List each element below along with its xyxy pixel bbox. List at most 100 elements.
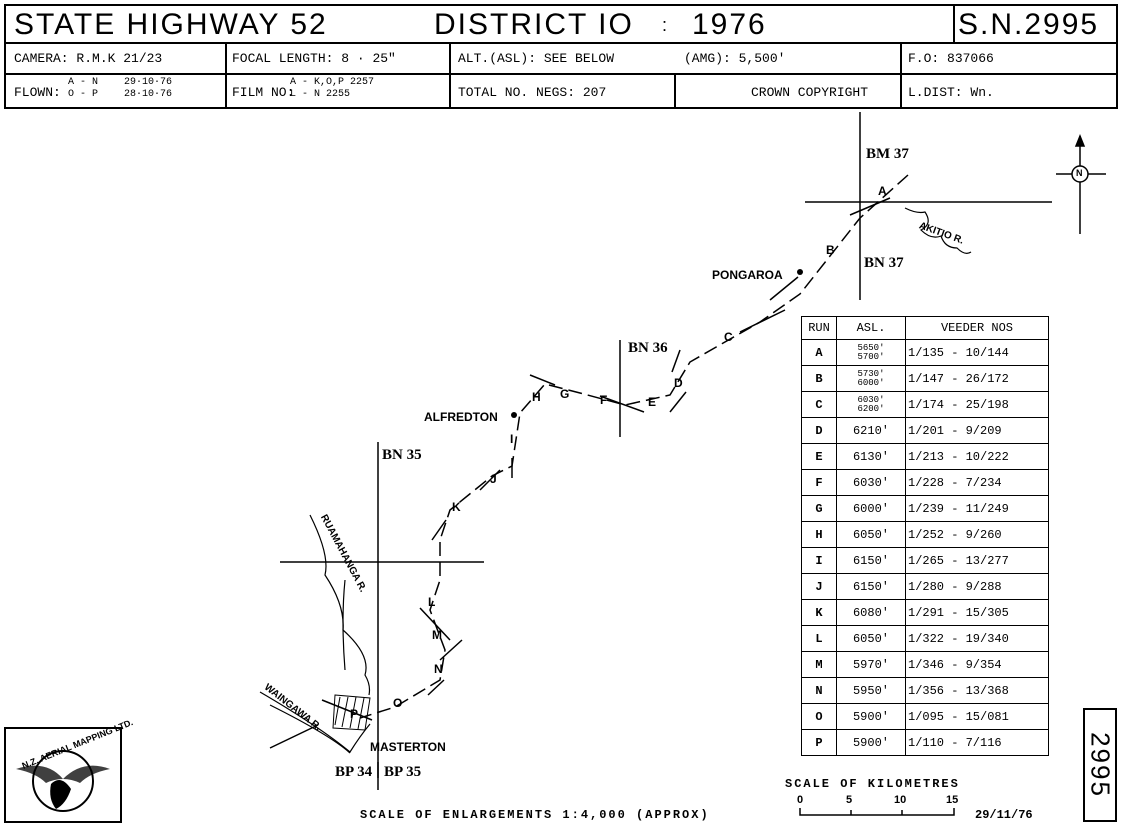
- fo-value: 837066: [947, 51, 994, 66]
- side-number: 2995: [1085, 732, 1116, 798]
- scale-enlargements: SCALE OF ENLARGEMENTS 1:4,000 (APPROX): [360, 808, 710, 822]
- run-cell: L: [801, 625, 837, 652]
- run-label-p: P: [350, 707, 359, 721]
- run-cell: G: [801, 495, 837, 522]
- district-label: DISTRICT IO: [434, 8, 634, 41]
- north-arrow-icon: [1056, 133, 1106, 234]
- waingawa-bank: [269, 704, 351, 754]
- veeder-cell: 1/239 - 11/249: [905, 495, 1049, 522]
- run-label-h: H: [532, 390, 541, 404]
- sheet-bp34: BP 34: [335, 764, 373, 780]
- ldist-cell: L.DIST: Wn.: [908, 85, 994, 100]
- asl-bottom: 6000': [857, 377, 885, 388]
- veeder-cell: 1/174 - 25/198: [905, 391, 1049, 418]
- asl-cell: 6050': [836, 521, 906, 548]
- run-cell: I: [801, 547, 837, 574]
- asl-cell: 6150': [836, 547, 906, 574]
- asl-bottom: 5700': [857, 351, 885, 362]
- nz-aerial-mapping-logo: N.Z. AERIAL MAPPING LTD.: [4, 717, 134, 823]
- copyright: CROWN COPYRIGHT: [751, 85, 869, 100]
- veeder-cell: 1/228 - 7/234: [905, 469, 1049, 496]
- flown-label: FLOWN:: [14, 85, 61, 100]
- focal-label: FOCAL LENGTH:: [232, 51, 334, 66]
- highway-title: STATE HIGHWAY 52: [14, 8, 328, 41]
- run-cell: C: [801, 391, 837, 418]
- asl-cell: 6080': [836, 599, 906, 626]
- grid-divider: [900, 43, 902, 107]
- veeder-cell: 1/356 - 13/368: [905, 677, 1049, 704]
- run-cell: N: [801, 677, 837, 704]
- asl-cell: 5950': [836, 677, 906, 704]
- north-letter: N: [1076, 168, 1083, 178]
- grid-divider: [225, 43, 227, 107]
- km-scale-bar: [799, 808, 955, 816]
- focal-value: 8 · 25": [341, 51, 396, 66]
- scale-tick: 5: [846, 794, 853, 806]
- asl-cell: 5730'6000': [836, 365, 906, 392]
- asl-cell: 6050': [836, 625, 906, 652]
- veeder-cell: 1/322 - 19/340: [905, 625, 1049, 652]
- asl-cell: 6030'6200': [836, 391, 906, 418]
- asl-cell: 5970': [836, 651, 906, 678]
- asl-cell: 5900': [836, 703, 906, 730]
- akitio-river: [904, 207, 972, 254]
- col-run: RUN: [801, 316, 837, 340]
- title-bar: STATE HIGHWAY 52 DISTRICT IO : 1976 S.N.…: [4, 4, 1118, 44]
- run-label-i: I: [510, 432, 514, 446]
- veeder-cell: 1/252 - 9/260: [905, 521, 1049, 548]
- flown-o-date: 28·10·76: [124, 89, 173, 100]
- run-label-g: G: [560, 387, 570, 401]
- film-l: L - N 2255: [290, 89, 351, 100]
- asl-top: 5730': [857, 368, 885, 379]
- film-a: A - K,O,P 2257: [290, 77, 375, 88]
- veeder-cell: 1/095 - 15/081: [905, 703, 1049, 730]
- flown-o-runs: O - P: [68, 89, 99, 100]
- veeder-cell: 1/346 - 9/354: [905, 651, 1049, 678]
- ruamahanga-branch: [342, 579, 346, 671]
- run-cell: J: [801, 573, 837, 600]
- asl-cell: 6210': [836, 417, 906, 444]
- asl-cell: 6000': [836, 495, 906, 522]
- run-label-e: E: [648, 395, 657, 409]
- asl-cell: 6150': [836, 573, 906, 600]
- camera-value: R.M.K 21/23: [76, 51, 163, 66]
- flown-a-date: 29·10·76: [124, 77, 173, 88]
- run-label-a: A: [878, 184, 887, 198]
- sheet-bm37: BM 37: [866, 146, 909, 162]
- survey-number: S.N.2995: [958, 8, 1100, 41]
- alt-value: SEE BELOW: [543, 51, 615, 66]
- pongaroa-dot: [797, 269, 803, 275]
- scale-tick: 15: [946, 794, 959, 806]
- sheet-bn36: BN 36: [628, 340, 668, 356]
- veeder-cell: 1/147 - 26/172: [905, 365, 1049, 392]
- asl-bottom: 6200': [857, 403, 885, 414]
- veeder-cell: 1/135 - 10/144: [905, 339, 1049, 366]
- run-cell: A: [801, 339, 837, 366]
- scale-tick: 10: [894, 794, 907, 806]
- year-label: 1976: [692, 8, 767, 41]
- scale-tick: 0: [797, 794, 804, 806]
- veeder-cell: 1/265 - 13/277: [905, 547, 1049, 574]
- ldist-label: L.DIST:: [908, 85, 963, 100]
- col-asl: ASL.: [836, 316, 906, 340]
- place-pongaroa: PONGAROA: [712, 268, 783, 282]
- alfredton-dot: [511, 412, 517, 418]
- asl-top: 6030': [857, 394, 885, 405]
- run-cell: F: [801, 469, 837, 496]
- grid-divider: [449, 43, 451, 107]
- km-scale-title: SCALE OF KILOMETRES: [785, 777, 960, 791]
- camera-label: CAMERA:: [14, 51, 69, 66]
- run-label-o: O: [393, 696, 403, 710]
- asl-cell: 5650'5700': [836, 339, 906, 366]
- veeder-cell: 1/201 - 9/209: [905, 417, 1049, 444]
- waingawa-river: [259, 691, 371, 753]
- grid-divider: [674, 75, 676, 107]
- table-header-row: RUN ASL. VEEDER NOS: [801, 316, 1049, 340]
